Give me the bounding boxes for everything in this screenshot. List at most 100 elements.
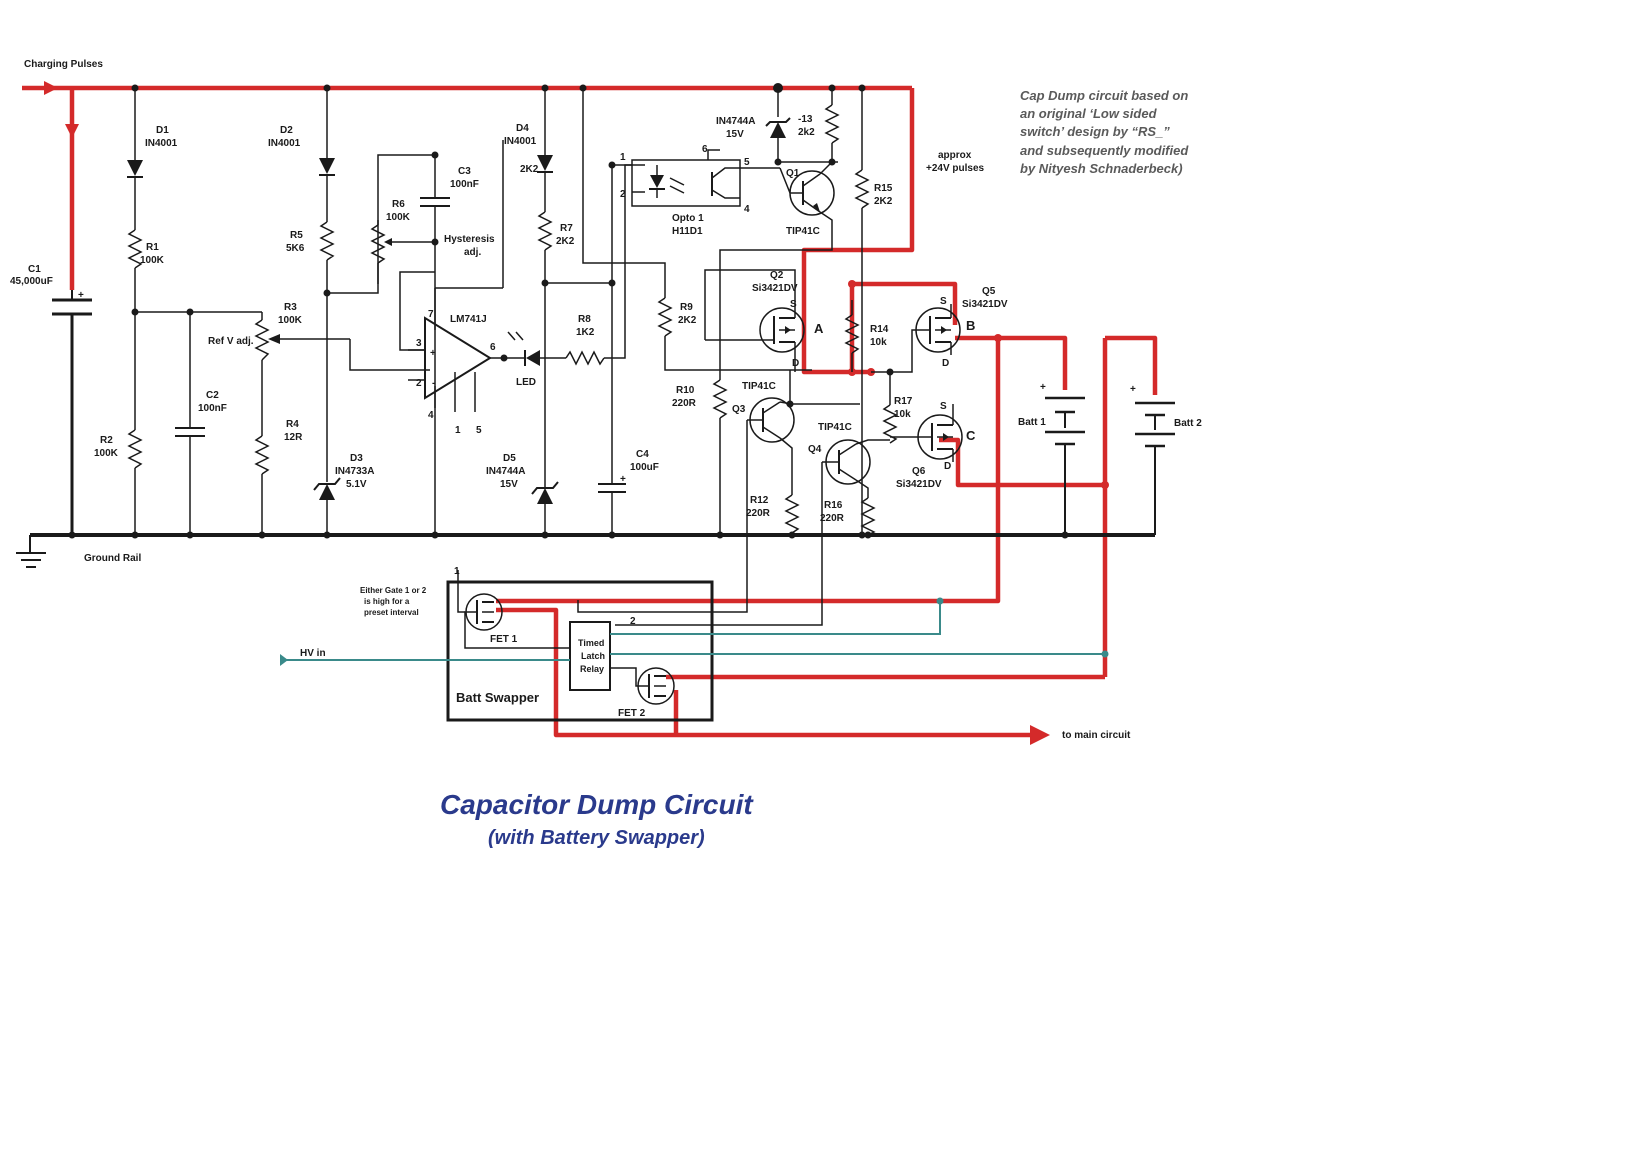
to-main-line — [496, 607, 1030, 738]
swapper-note-2: is high for a — [364, 597, 410, 606]
r15-value: 2K2 — [874, 196, 893, 207]
batt1-label: Batt 1 — [1018, 417, 1046, 428]
c2-value: 100nF — [198, 403, 227, 414]
q1-name: Q1 — [786, 168, 800, 179]
d1-value: IN4001 — [145, 138, 178, 149]
r3-value: 100K — [278, 315, 303, 326]
r2-name: R2 — [100, 435, 113, 446]
r13-value: 2k2 — [798, 127, 815, 138]
pin-2: 2 — [416, 378, 422, 389]
batt2-plus: + — [1130, 384, 1136, 395]
d4-resistor: 2K2 — [520, 164, 539, 175]
r12-value: 220R — [746, 508, 771, 519]
batt1-positive-link — [955, 335, 1068, 390]
opto-value: H11D1 — [672, 226, 703, 237]
opto-pin-6: 6 — [702, 144, 708, 155]
q4-value: TIP41C — [818, 422, 852, 433]
q2-value: Si3421DV — [752, 283, 798, 294]
c4-plus: + — [620, 474, 626, 485]
q2-drain: D — [792, 358, 799, 369]
q2-source: S — [790, 299, 797, 310]
c1-plus: + — [78, 290, 84, 301]
q6-name: Q6 — [912, 466, 926, 477]
q5-value: Si3421DV — [962, 299, 1008, 310]
r17-name: R17 — [894, 396, 913, 407]
r5-name: R5 — [290, 230, 303, 241]
opto-name: Opto 1 — [672, 213, 704, 224]
r9-value: 2K2 — [678, 315, 697, 326]
opto-pin-4: 4 — [744, 204, 750, 215]
junction-dots — [68, 83, 1069, 539]
r8-value: 1K2 — [576, 327, 595, 338]
r17-value: 10k — [894, 409, 911, 420]
fet2-label: FET 2 — [618, 708, 646, 719]
r7-name: R7 — [560, 223, 573, 234]
pulses-label: +24V pulses — [926, 163, 985, 174]
labels: Charging Pulses Ground Rail approx +24V … — [10, 59, 1202, 849]
q6-value: Si3421DV — [896, 479, 942, 490]
q4-name: Q4 — [808, 444, 822, 455]
pin-1: 1 — [455, 425, 461, 436]
opto-pin-2: 2 — [620, 189, 626, 200]
charging-pulses-label: Charging Pulses — [24, 59, 103, 70]
d3-voltage: 5.1V — [346, 479, 367, 490]
r2-value: 100K — [94, 448, 119, 459]
pin-4: 4 — [428, 410, 434, 421]
opto-pin-1: 1 — [620, 152, 626, 163]
batt1-plus: + — [1040, 382, 1046, 393]
wiring — [52, 88, 1175, 626]
d4-name: D4 — [516, 123, 529, 134]
relay-line-1: Timed — [578, 638, 604, 648]
note-line-1: Cap Dump circuit based on — [1020, 88, 1188, 103]
r10-value: 220R — [672, 398, 697, 409]
pin-7: 7 — [428, 309, 434, 320]
hv-in-label: HV in — [300, 648, 326, 659]
diagram-subtitle: (with Battery Swapper) — [488, 827, 705, 849]
r13-name: ‑13 — [798, 114, 813, 125]
d4-value: IN4001 — [504, 136, 537, 147]
q5-source: S — [940, 296, 947, 307]
lm741-label: LM741J — [450, 314, 487, 325]
ground-rail-label: Ground Rail — [84, 553, 141, 564]
node-b: B — [966, 318, 975, 333]
swapper-note-1: Either Gate 1 or 2 — [360, 586, 427, 595]
q6-drain: D — [944, 461, 951, 472]
pin-5: 5 — [476, 425, 482, 436]
diagram-title: Capacitor Dump Circuit — [440, 789, 754, 820]
r5-value: 5K6 — [286, 243, 305, 254]
r1-name: R1 — [146, 242, 159, 253]
r4-value: 12R — [284, 432, 303, 443]
d5-voltage: 15V — [500, 479, 518, 490]
q2-name: Q2 — [770, 270, 784, 281]
signal-lines — [280, 597, 1109, 666]
hysteresis-adj: adj. — [464, 247, 481, 258]
c4-value: 100uF — [630, 462, 659, 473]
approx-label: approx — [938, 150, 972, 161]
r6-value: 100K — [386, 212, 411, 223]
q5-drain: D — [942, 358, 949, 369]
r7-value: 2K2 — [556, 236, 575, 247]
batt-swapper — [446, 570, 714, 722]
batt-swapper-title: Batt Swapper — [456, 690, 539, 705]
r6-name: R6 — [392, 199, 405, 210]
d1-name: D1 — [156, 125, 169, 136]
relay-line-2: Latch — [581, 651, 605, 661]
opamp-plus: + — [430, 348, 436, 359]
r12-name: R12 — [750, 495, 769, 506]
pin-6: 6 — [490, 342, 496, 353]
r4-name: R4 — [286, 419, 299, 430]
led-label: LED — [516, 377, 536, 388]
d3-value: IN4733A — [335, 466, 374, 477]
q6-drain-link — [939, 437, 1105, 488]
d2-name: D2 — [280, 125, 293, 136]
r16-value: 220R — [820, 513, 845, 524]
d2-value: IN4001 — [268, 138, 301, 149]
q6-source: S — [940, 401, 947, 412]
q5-name: Q5 — [982, 286, 996, 297]
r3-name: R3 — [284, 302, 297, 313]
note-line-5: by Nityesh Schnaderbeck) — [1020, 161, 1183, 176]
batt2-positive-link — [1105, 335, 1158, 395]
pin-3: 3 — [416, 338, 422, 349]
batt2-label: Batt 2 — [1174, 418, 1202, 429]
